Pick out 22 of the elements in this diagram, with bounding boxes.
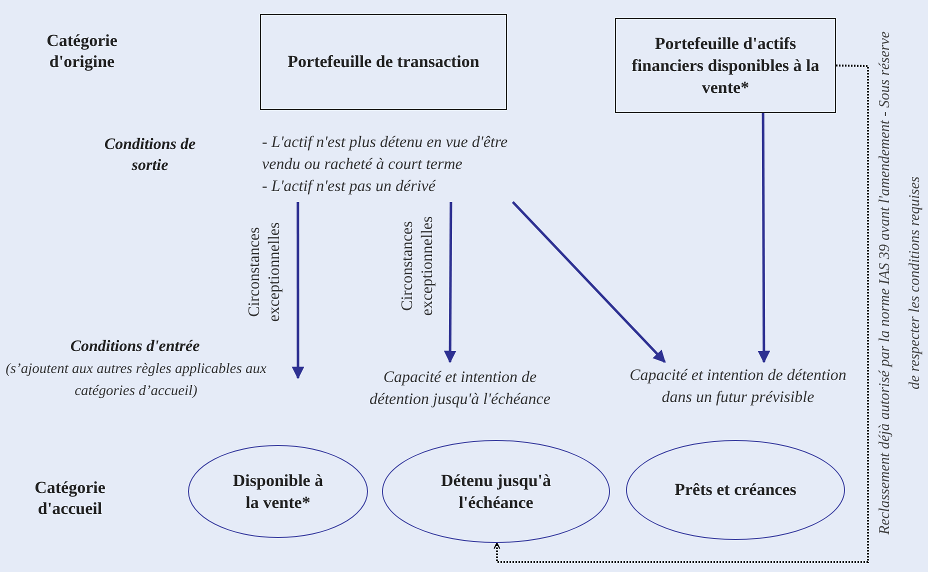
edge-label: Circonstances exceptionnelles [398,215,437,318]
arrow [292,202,304,380]
arrow [758,113,770,364]
condition-text: Capacité et intention de détention jusqu'à l'échéance [368,368,552,410]
row-subheading: Conditions d'entrée [69,337,201,357]
row-subheading: Conditions de sortie [103,135,197,176]
arrow [444,202,456,364]
dotted-arrow [494,64,869,563]
note-text: (s’ajoutent aux autres règles applicables aux catégories d’accueil) [4,360,268,401]
row-heading: Catégorie d'accueil [34,477,106,519]
condition-text: - L'actif n'est plus détenu en vue d'être vendu ou racheté à court terme [262,133,509,175]
condition-text: - L'actif n'est pas un dérivé [262,177,436,197]
edge-label: Circonstances exceptionnelles [245,221,284,324]
arrow [512,201,666,363]
row-heading: Catégorie d'origine [46,30,118,72]
category-ellipse: Disponible à la vente* [188,445,368,538]
category-box: Portefeuille de transaction [260,14,507,110]
condition-text: Capacité et intention de détention dans un futur prévisible [628,366,848,408]
edge-label: Reclassement déjà autorisé par la norme IAS 39 avant l'amendement - Sous réserve de respecter les conditions requises [876,30,924,537]
category-ellipse: Détenu jusqu'à l'échéance [382,440,610,543]
category-box: Portefeuille d'actifs financiers disponibles à la vente* [615,18,836,113]
category-ellipse: Prêts et créances [626,440,845,540]
